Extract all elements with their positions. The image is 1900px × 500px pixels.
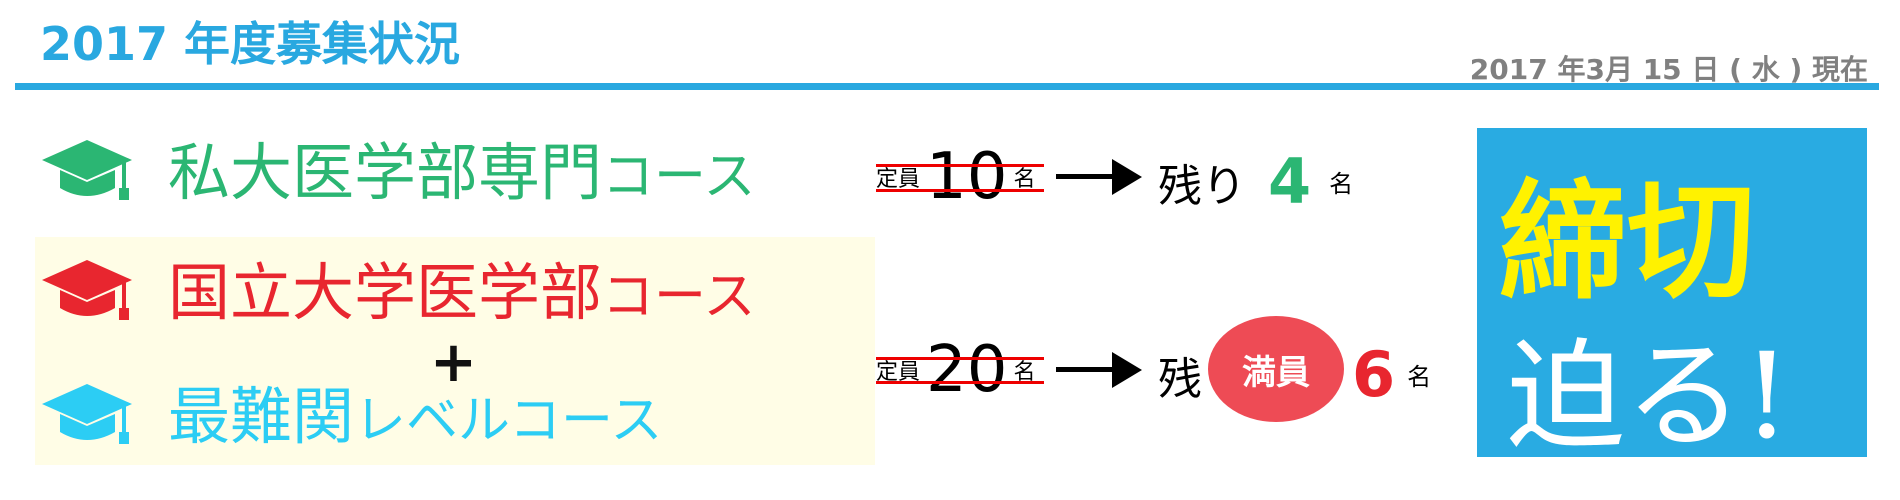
course-private-medical: 私大医学部専門コース — [168, 142, 755, 204]
capacity-label: 定員 — [876, 167, 921, 192]
capacity-value: 10 — [926, 140, 1008, 214]
remaining-unit: 名 — [1329, 170, 1354, 198]
graduation-cap-icon — [42, 140, 132, 200]
full-badge: 満員 — [1208, 316, 1344, 422]
strike-line — [876, 164, 1044, 167]
course-name: 最難関 — [168, 380, 355, 453]
graduation-cap-icon — [42, 260, 132, 320]
remaining-unit: 名 — [1407, 363, 1432, 391]
remaining-label: 残 — [1158, 353, 1202, 405]
capacity-label: 定員 — [876, 360, 921, 385]
page-title: 2017 年度募集状況 — [40, 17, 461, 71]
course-suffix: コース — [602, 267, 756, 327]
strike-line — [876, 357, 1044, 360]
capacity-value: 20 — [926, 333, 1008, 407]
arrow-right-icon — [1056, 159, 1142, 195]
highlight-box — [35, 237, 875, 465]
strike-line — [876, 189, 1044, 192]
course-name: 国立大学医学部 — [168, 256, 603, 329]
remaining-row-2: 残 6 名 — [1158, 338, 1431, 411]
capacity-unit: 名 — [1013, 360, 1036, 385]
as-of-date: 2017 年3月 15 日 ( 水 ) 現在 — [1469, 53, 1868, 86]
course-name: 私大医学部専門 — [168, 136, 603, 209]
remaining-row-1: 残り 4 名 — [1158, 145, 1353, 218]
deadline-line1: 締切 — [1499, 167, 1756, 317]
remaining-label: 残り — [1158, 160, 1246, 212]
course-suffix: コース — [602, 147, 756, 207]
capacity-row-2: 定員 20 名 — [876, 333, 1046, 407]
graduation-cap-icon — [42, 384, 132, 444]
header-divider — [15, 83, 1879, 90]
capacity-row-1: 定員 10 名 — [876, 140, 1046, 214]
arrow-right-icon — [1056, 352, 1142, 388]
course-suffix: レベルコース — [354, 391, 663, 451]
plus-sign: + — [430, 330, 477, 395]
course-national-medical: 国立大学医学部コース — [168, 262, 755, 324]
course-top-level: 最難関レベルコース — [168, 386, 662, 448]
remaining-count: 4 — [1268, 145, 1312, 218]
strike-line — [876, 381, 1044, 384]
capacity-unit: 名 — [1013, 167, 1036, 192]
deadline-line2: 迫る! — [1507, 327, 1791, 465]
remaining-count: 6 — [1352, 338, 1396, 411]
deadline-banner: 締切 迫る! — [1477, 128, 1867, 465]
